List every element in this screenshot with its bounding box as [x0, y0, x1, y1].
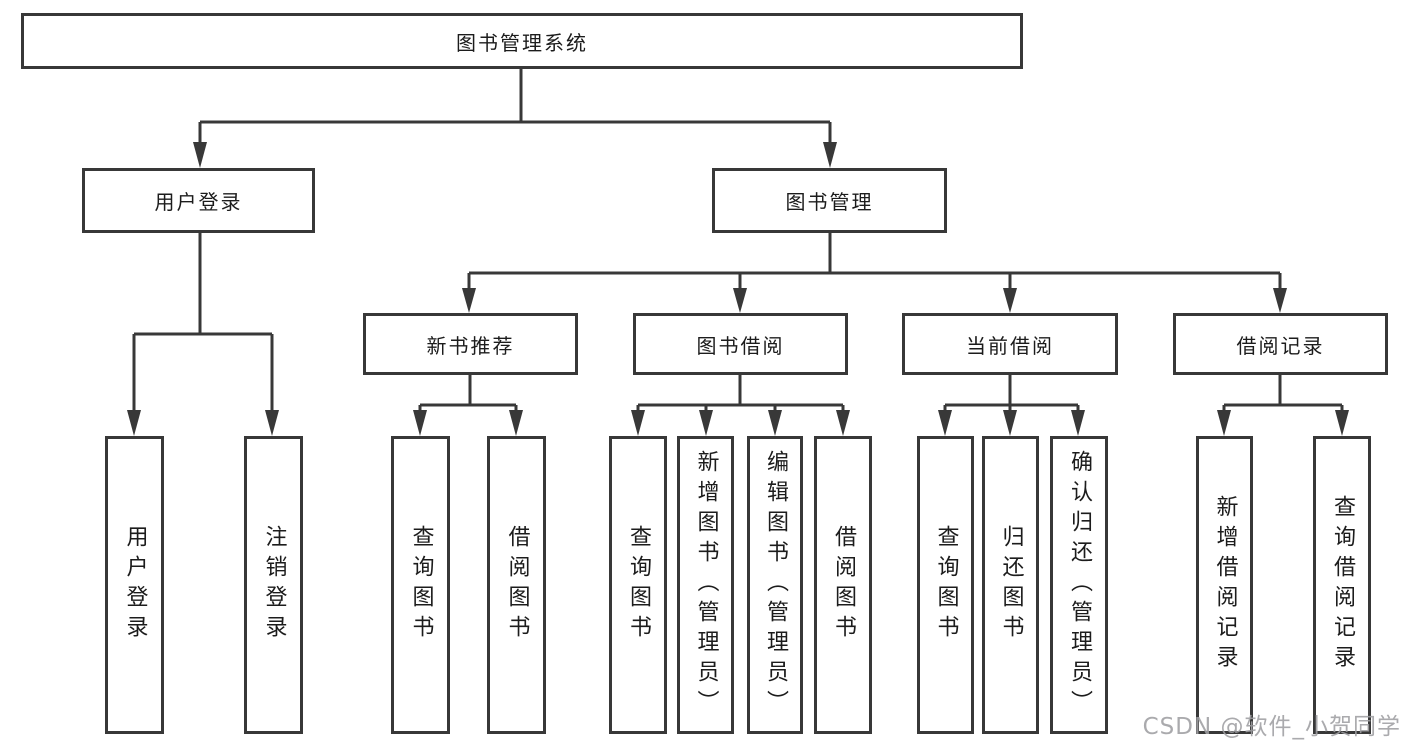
arrowhead-icon: [699, 410, 713, 436]
edge-root-to-level2: [198, 69, 832, 146]
leaf-label: 新增借阅记录: [1212, 495, 1238, 675]
edge-borrow-to-leaves: [636, 375, 845, 414]
leaf-borrow-books: 借阅图书: [814, 436, 872, 734]
leaf-borrow-books-recommend: 借阅图书: [487, 436, 546, 734]
leaf-label: 查询图书: [408, 525, 434, 645]
edge-records-to-leaves: [1222, 375, 1344, 414]
arrowhead-icon: [938, 410, 952, 436]
node-book-management: 图书管理: [712, 168, 947, 233]
arrowhead-icon: [265, 410, 279, 436]
leaf-label: 注销登录: [261, 525, 287, 645]
leaf-label: 查询借阅记录: [1330, 495, 1355, 675]
leaf-label: 查询图书: [626, 525, 651, 645]
arrowhead-icon: [768, 410, 782, 436]
edge-current-to-leaves: [943, 375, 1080, 414]
node-label: 借阅记录: [1236, 333, 1325, 358]
arrowhead-icon: [413, 410, 427, 436]
arrowhead-icon: [733, 288, 747, 313]
arrowhead-icon: [1217, 410, 1231, 436]
arrowhead-icon: [823, 142, 837, 168]
leaf-label: 借阅图书: [504, 525, 530, 645]
arrowhead-icon: [193, 142, 207, 168]
arrowhead-icon: [1003, 410, 1017, 436]
leaf-label: 确认归还（管理员）: [1067, 450, 1092, 720]
node-book-borrowing: 图书借阅: [633, 313, 848, 375]
arrowhead-icon: [1071, 410, 1085, 436]
leaf-add-borrow-record: 新增借阅记录: [1196, 436, 1253, 734]
leaf-user-login: 用户登录: [105, 436, 164, 734]
leaf-return-books: 归还图书: [982, 436, 1039, 734]
leaf-label: 归还图书: [998, 525, 1024, 645]
leaf-edit-books-admin: 编辑图书（管理员）: [747, 436, 803, 734]
arrowhead-icon: [462, 288, 476, 313]
arrowhead-icon: [127, 410, 141, 436]
leaf-label: 编辑图书（管理员）: [763, 450, 788, 720]
leaf-label: 查询图书: [933, 525, 959, 645]
leaf-label: 借阅图书: [831, 525, 856, 645]
edge-newbook-to-leaves: [418, 375, 518, 414]
node-label: 图书管理系统: [456, 30, 588, 55]
arrowhead-icon: [1003, 288, 1017, 313]
arrowhead-icon: [1335, 410, 1349, 436]
node-label: 图书借阅: [696, 333, 785, 358]
leaf-query-books-current: 查询图书: [917, 436, 974, 734]
node-user-login: 用户登录: [82, 168, 315, 233]
csdn-watermark: CSDN @软件_小贺同学: [1142, 714, 1401, 740]
leaf-add-books-admin: 新增图书（管理员）: [677, 436, 734, 734]
leaf-logout: 注销登录: [244, 436, 303, 734]
node-label: 用户登录: [154, 190, 243, 214]
arrowhead-icon: [509, 410, 523, 436]
leaf-label: 新增图书（管理员）: [693, 450, 719, 720]
arrowhead-icon: [1273, 288, 1287, 313]
node-new-book-recommendation: 新书推荐: [363, 313, 578, 375]
leaf-confirm-return-admin: 确认归还（管理员）: [1050, 436, 1108, 734]
node-label: 新书推荐: [426, 333, 515, 358]
edge-bookmgmt-to-level3: [467, 233, 1282, 291]
node-label: 图书管理: [785, 190, 874, 214]
arrowhead-icon: [631, 410, 645, 436]
node-current-borrowing: 当前借阅: [902, 313, 1118, 375]
edge-userlogin-to-leaves: [132, 233, 274, 414]
node-library-management-system: 图书管理系统: [21, 13, 1023, 69]
arrowhead-icon: [836, 410, 850, 436]
node-borrowing-records: 借阅记录: [1173, 313, 1388, 375]
leaf-query-borrow-record: 查询借阅记录: [1313, 436, 1371, 734]
leaf-query-books-recommend: 查询图书: [391, 436, 450, 734]
node-label: 当前借阅: [966, 333, 1054, 358]
leaf-label: 用户登录: [122, 525, 148, 645]
leaf-query-books-borrow: 查询图书: [609, 436, 667, 734]
